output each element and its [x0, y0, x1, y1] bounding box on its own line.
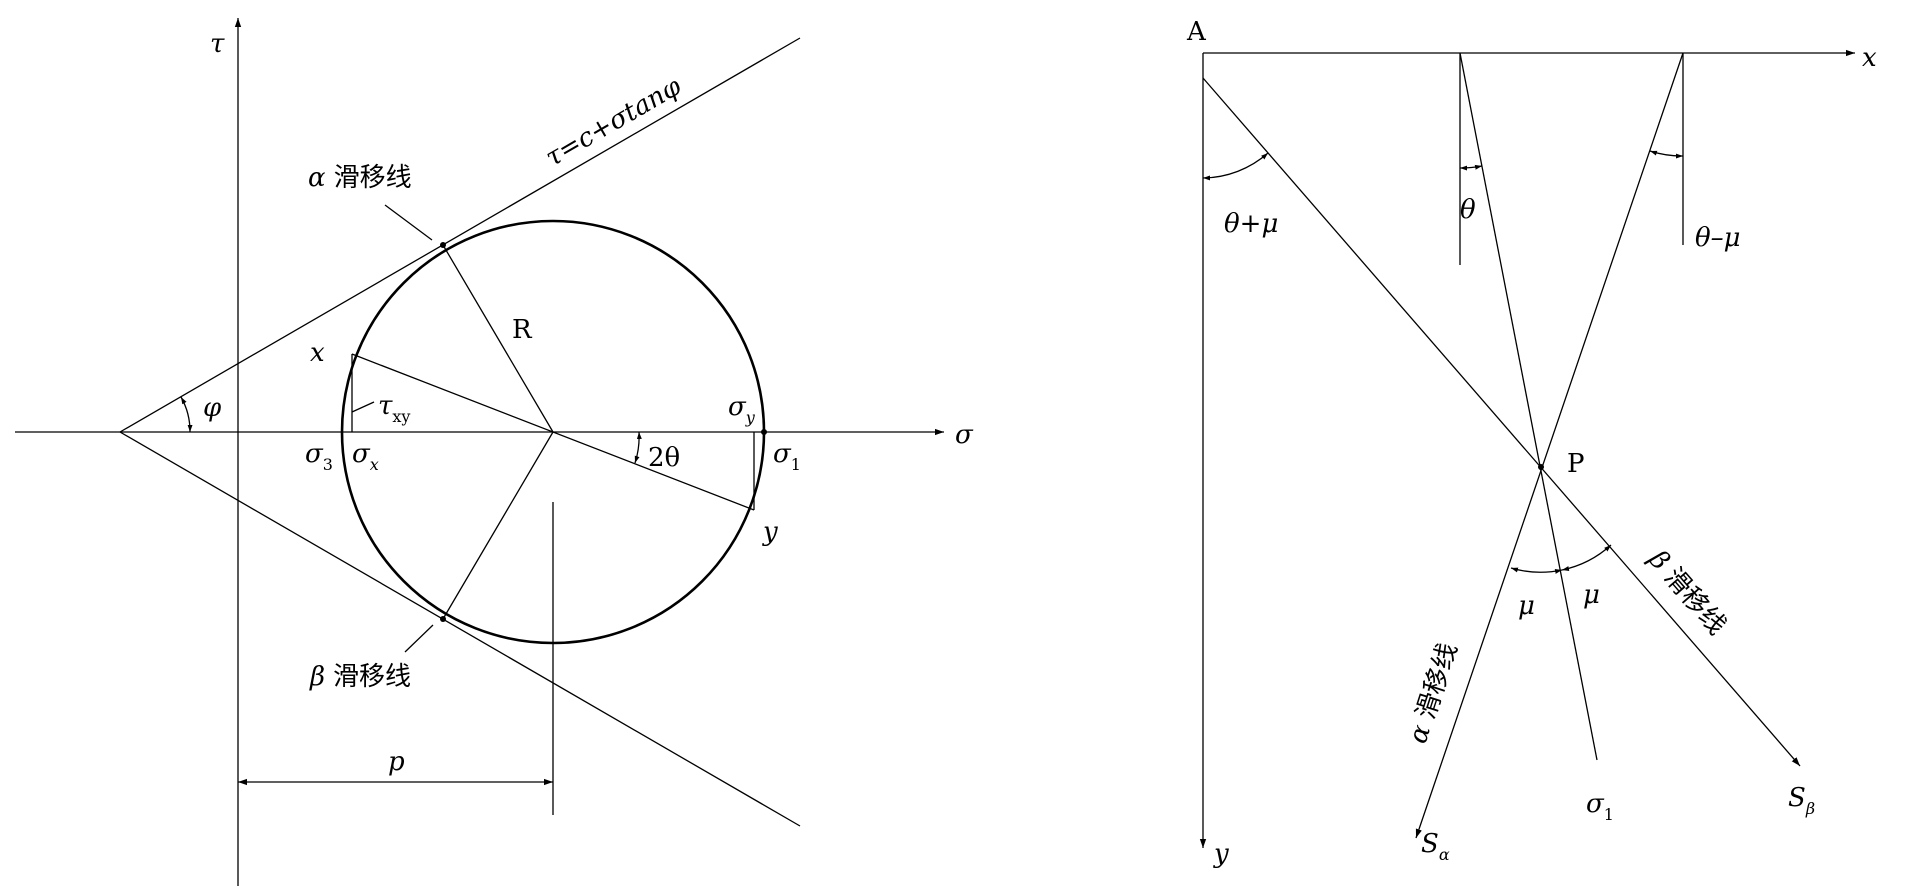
radius-upper-tangent: [442, 244, 554, 433]
sigma-axis-label: σ: [955, 420, 974, 450]
S-beta-label: Sβ: [1788, 783, 1815, 818]
theta-minus-mu-angle-arc: [1649, 150, 1684, 159]
y-axis-label: y: [1213, 839, 1229, 869]
phi-angle-arc: [180, 396, 193, 433]
envelope-equation-label: τ=c+σtanφ: [541, 71, 688, 173]
radius-lower-tangent: [442, 431, 554, 620]
phi-label: φ: [203, 393, 222, 423]
theta-minus-mu-label: θ–μ: [1695, 223, 1741, 253]
theta-plus-mu-label: θ+μ: [1224, 209, 1278, 239]
y-point-label: y: [762, 517, 778, 547]
theta-plus-mu-angle-arc: [1202, 152, 1269, 181]
origin-A-label: A: [1186, 17, 1207, 47]
mu-angle-arc-left: [1510, 567, 1563, 574]
sigma-3-label: σ3: [305, 439, 333, 474]
beta-slip-line: [1202, 77, 1801, 767]
theta-label: θ: [1460, 195, 1476, 225]
sigma-y-label: σy: [728, 392, 756, 427]
sigma-1-label: σ1: [773, 439, 801, 474]
point-P-label: P: [1567, 449, 1585, 479]
mu-label-right: μ: [1583, 580, 1600, 610]
alpha-slip-line: [1415, 52, 1684, 839]
theta-angle-arc: [1459, 164, 1483, 171]
diameter-x-y: [351, 353, 755, 511]
tangent-point-upper: [440, 242, 446, 248]
slip-line-field-diagram: A x y P θ+μ θ θ–μ μ μ α滑移线 β滑移线 σ1 Sα Sβ: [1186, 17, 1877, 869]
S-alpha-label: Sα: [1421, 829, 1450, 864]
x-point-label: x: [310, 338, 325, 368]
tau-xy-leader: [351, 401, 375, 413]
sigma-1-point: [761, 429, 767, 435]
upper-envelope-line: [119, 37, 801, 433]
alpha-slip-line-label: α滑移线: [1403, 639, 1464, 747]
point-P: [1538, 464, 1544, 470]
p-dimension-label: p: [388, 747, 405, 777]
mu-angle-arc-right: [1561, 544, 1612, 571]
two-theta-angle-arc: [634, 431, 642, 464]
sigma-1-direction-line: [1459, 52, 1598, 761]
beta-slip-leader: [404, 624, 434, 653]
tau-axis-label: τ: [210, 29, 225, 59]
sigma-x-label: σx: [352, 439, 379, 474]
mu-label-left: μ: [1518, 591, 1535, 621]
radius-label: R: [512, 315, 533, 345]
alpha-slip-leader: [384, 204, 433, 241]
two-theta-label: 2θ: [648, 443, 680, 473]
tangent-point-lower: [440, 616, 446, 622]
lower-envelope-line: [119, 431, 801, 827]
x-axis-label: x: [1862, 43, 1877, 73]
tau-xy-label: τxy: [378, 391, 410, 426]
beta-slip-line-label: β滑移线: [1642, 544, 1732, 641]
sigma-1-direction-label: σ1: [1586, 789, 1614, 824]
